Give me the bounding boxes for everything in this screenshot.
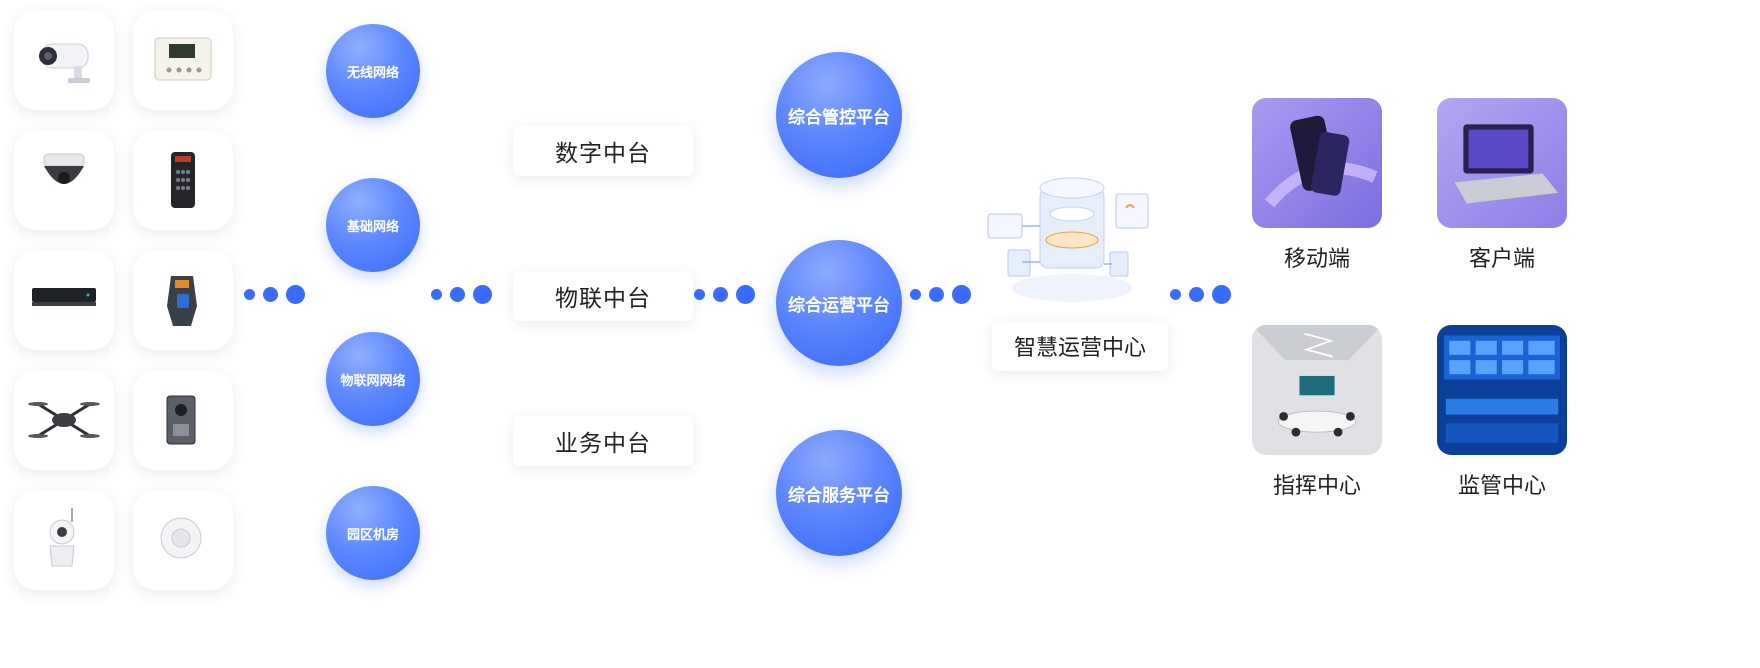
device-nvr-recorder xyxy=(14,250,114,350)
wifi-camera-icon xyxy=(49,508,75,567)
platform-control[interactable]: 综合管控平台 xyxy=(776,52,902,178)
platform-operation[interactable]: 综合运营平台 xyxy=(776,240,902,366)
operation-center-illustration xyxy=(982,170,1162,310)
device-wifi-camera xyxy=(14,490,114,590)
middle-platform-business[interactable]: 业务中台 xyxy=(513,416,693,466)
device-drone xyxy=(14,370,114,470)
mobile-phone-icon xyxy=(1252,98,1382,228)
middle-platform-digital[interactable]: 数字中台 xyxy=(513,126,693,176)
connector-dots-4 xyxy=(910,284,972,306)
drone-icon xyxy=(28,402,100,438)
device-bullet-camera xyxy=(14,10,114,110)
platform-service[interactable]: 综合服务平台 xyxy=(776,430,902,556)
monitoring-room-icon xyxy=(1437,325,1567,455)
connector-dots-3 xyxy=(694,284,756,306)
keypad-icon xyxy=(171,152,195,208)
connector-dots-5 xyxy=(1170,284,1232,306)
network-basic[interactable]: 基础网络 xyxy=(326,178,420,272)
connector-dots-1 xyxy=(244,284,306,306)
connector-dots-2 xyxy=(431,284,493,306)
thermostat-icon xyxy=(154,37,212,81)
terminal-command-label: 指挥中心 xyxy=(1272,474,1361,499)
scanner-icon xyxy=(167,276,197,326)
smoke-detector-icon xyxy=(160,517,202,559)
network-machine-room[interactable]: 园区机房 xyxy=(326,486,420,580)
terminal-command-image[interactable] xyxy=(1252,325,1382,455)
terminal-client-label: 客户端 xyxy=(1468,247,1535,272)
terminal-supervision-image[interactable] xyxy=(1437,325,1567,455)
terminal-supervision-label: 监管中心 xyxy=(1457,474,1546,499)
network-iot[interactable]: 物联网网络 xyxy=(326,332,420,426)
device-door-intercom xyxy=(133,370,233,470)
nvr-icon xyxy=(32,288,96,306)
server-isometric-icon xyxy=(987,177,1149,302)
dome-camera-icon xyxy=(43,153,85,184)
device-dome-camera xyxy=(14,130,114,230)
device-handheld-scanner xyxy=(133,250,233,350)
center-label[interactable]: 智慧运营中心 xyxy=(992,321,1168,371)
terminal-client-image[interactable] xyxy=(1437,98,1567,228)
device-thermostat-panel xyxy=(133,10,233,110)
command-room-icon xyxy=(1252,325,1382,455)
laptop-icon xyxy=(1437,98,1567,228)
terminal-mobile-label: 移动端 xyxy=(1283,247,1350,272)
device-smoke-detector xyxy=(133,490,233,590)
network-wireless[interactable]: 无线网络 xyxy=(326,24,420,118)
device-access-keypad xyxy=(133,130,233,230)
bullet-camera-icon xyxy=(39,43,90,83)
terminal-mobile-image[interactable] xyxy=(1252,98,1382,228)
middle-platform-iot[interactable]: 物联中台 xyxy=(513,271,693,321)
intercom-icon xyxy=(166,395,196,445)
